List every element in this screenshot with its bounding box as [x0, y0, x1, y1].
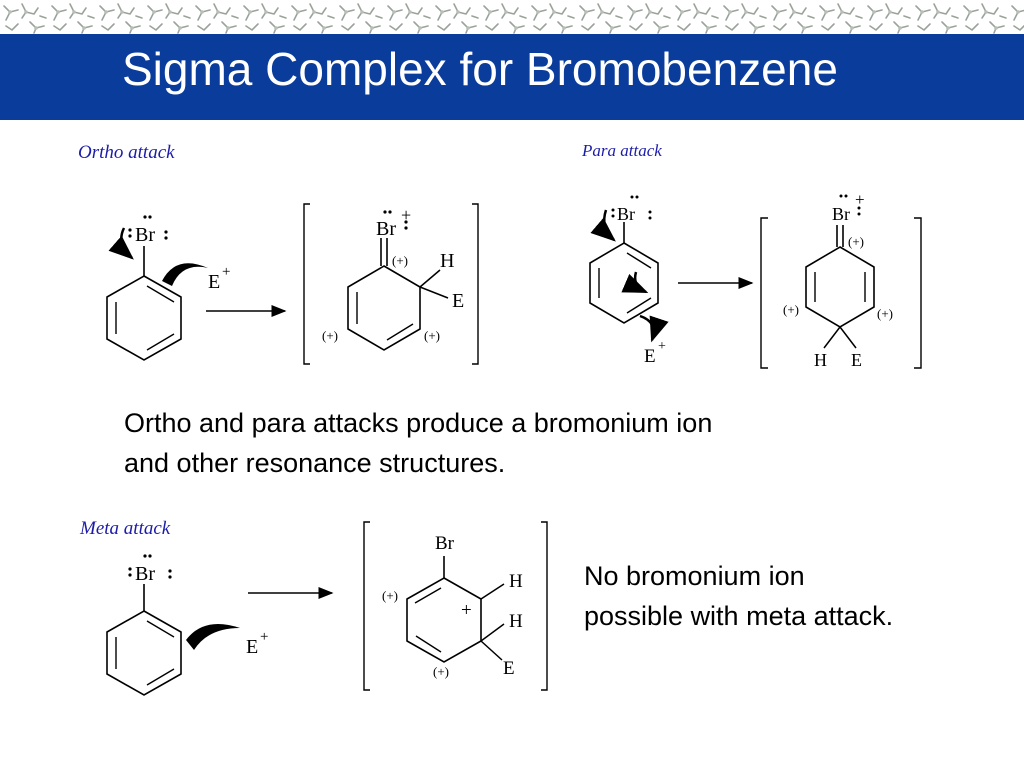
ortho-para-summary-text: Ortho and para attacks produce a bromoni…	[124, 408, 713, 478]
meta-electrophile-charge: +	[260, 629, 268, 645]
para-partial-charge: (+)	[783, 302, 799, 317]
meta-partial-charge: (+)	[433, 664, 449, 679]
para-product: Br + H E (+) (+) (+)	[783, 190, 893, 370]
para-electrophile-charge: +	[658, 339, 666, 354]
para-curved-arrow-br	[590, 209, 616, 242]
para-curved-arrow-bottom	[639, 314, 669, 343]
para-bracket-right	[914, 217, 922, 369]
ortho-curved-arrow-ring	[162, 263, 208, 286]
para-attack: Para attack Br E +	[581, 141, 922, 370]
meta-attack: Meta attack Br E +	[79, 518, 548, 696]
ortho-product-h: H	[440, 250, 454, 272]
meta-curved-arrow-ring	[186, 624, 240, 650]
para-bracket-left	[760, 217, 768, 369]
ortho-curved-arrow-br	[108, 227, 134, 260]
meta-summary-text: No bromonium ion possible with meta atta…	[584, 561, 894, 631]
ortho-partial-charge: (+)	[424, 328, 440, 343]
para-electrophile: E	[644, 346, 656, 367]
ortho-electrophile: E	[208, 271, 220, 293]
ortho-product-br: Br	[376, 218, 396, 240]
meta-product-charge: +	[461, 600, 472, 621]
para-product-lone-pairs	[839, 194, 861, 216]
para-reactant-br: Br	[617, 204, 635, 224]
para-product-br: Br	[832, 204, 850, 224]
meta-br-lone-pairs	[128, 554, 172, 579]
para-product-ring	[805, 246, 875, 328]
ortho-product-charge: +	[401, 205, 411, 225]
ortho-reactant: Br E +	[106, 215, 230, 361]
ortho-bracket-right	[472, 203, 479, 365]
meta-partial-charge: (+)	[382, 588, 398, 603]
meta-product-h-lower: H	[509, 611, 523, 632]
meta-reactant-br: Br	[135, 563, 155, 585]
para-product-h: H	[814, 350, 827, 370]
para-partial-charge: (+)	[848, 234, 864, 249]
meta-attack-label: Meta attack	[79, 518, 171, 539]
para-product-e: E	[851, 350, 862, 370]
para-product-charge: +	[855, 190, 865, 209]
ortho-bracket-left	[303, 203, 310, 365]
ortho-reactant-ring	[106, 275, 182, 361]
meta-bracket-left	[363, 521, 370, 691]
para-reactant: Br E +	[589, 195, 669, 367]
meta-product: Br + H H E (+) (+)	[382, 533, 523, 679]
ortho-attack-label: Ortho attack	[78, 142, 175, 163]
meta-product-br: Br	[435, 533, 455, 554]
ortho-attack: Ortho attack Br E +	[78, 142, 479, 365]
meta-reactant-ring	[106, 610, 182, 696]
ortho-product-ring	[347, 265, 421, 351]
para-attack-label: Para attack	[581, 141, 662, 160]
ortho-electrophile-charge: +	[222, 264, 230, 280]
para-reactant-ring	[589, 242, 659, 324]
title-bar	[0, 34, 1024, 120]
ortho-product-lone-pairs	[383, 210, 408, 230]
ortho-partial-charge: (+)	[322, 328, 338, 343]
meta-product-e: E	[503, 658, 515, 679]
slide-title: Sigma Complex for Bromobenzene	[122, 43, 838, 95]
header-pattern-strip	[0, 0, 1024, 34]
meta-product-h-upper: H	[509, 571, 523, 592]
meta-electrophile: E	[246, 636, 258, 658]
ortho-product-e: E	[452, 290, 464, 312]
ortho-reactant-br: Br	[135, 224, 155, 246]
ortho-partial-charge: (+)	[392, 253, 408, 268]
meta-reactant: Br E +	[106, 554, 268, 696]
para-br-lone-pairs	[611, 195, 652, 220]
meta-bracket-right	[541, 521, 548, 691]
para-curved-arrow-ring	[621, 271, 649, 294]
para-partial-charge: (+)	[877, 306, 893, 321]
ortho-product: Br + H E (+) (+) (+)	[322, 205, 464, 351]
